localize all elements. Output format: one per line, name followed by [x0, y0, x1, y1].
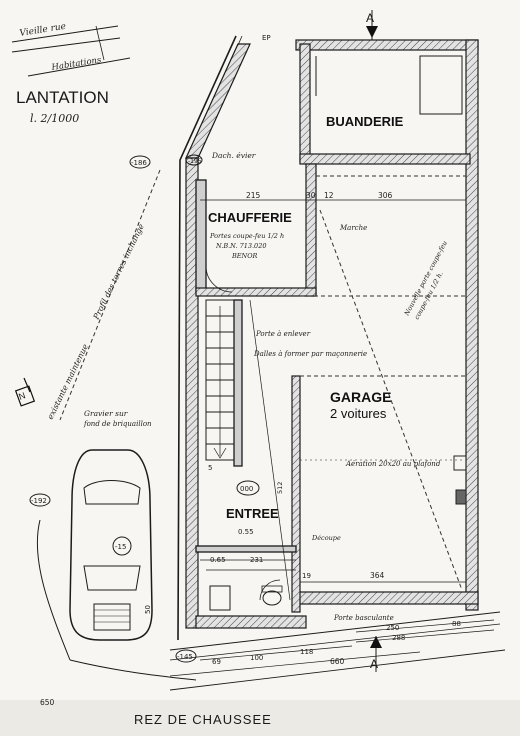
room-garage-capacity: 2 voitures [330, 406, 387, 421]
buanderie-shelf [419, 55, 463, 115]
north-label: N [17, 390, 27, 402]
dim-5: 5 [208, 464, 212, 472]
sheet-number: 650 [40, 698, 55, 707]
level-marker-195: -195 [188, 158, 202, 165]
level-marker-145: -145 [177, 653, 193, 661]
plan-title: LANTATION [16, 88, 109, 107]
dim-30: 30 [306, 191, 316, 200]
garage-diagonal [319, 209, 463, 591]
ep-marker: EP [262, 34, 271, 42]
note-decoupe: Découpe [311, 534, 341, 542]
level-markers: -186 -192 -145 000 -195 [29, 154, 260, 663]
dim-288: 288 [392, 634, 405, 642]
staircase [205, 299, 235, 461]
dim-660: 660 [330, 657, 345, 666]
room-buanderie: BUANDERIE [326, 114, 404, 129]
section-a-top: A [366, 11, 374, 25]
note-dach-evier: Dach. évier [211, 151, 256, 160]
outer-walls [185, 39, 479, 629]
level-marker-186: -186 [131, 159, 147, 167]
dim-88: 88 [452, 620, 461, 628]
level-marker-000: 000 [240, 485, 253, 493]
level-marker-192: -192 [31, 497, 47, 505]
dimension-lines [169, 199, 495, 677]
section-markers: A A EP [262, 10, 382, 672]
room-garage: GARAGE [330, 389, 391, 405]
note-marche: Marche [339, 224, 367, 232]
dim-118: 118 [300, 648, 313, 656]
note-benor: BENOR [231, 252, 258, 260]
dim-215: 215 [246, 191, 261, 200]
dim-055: 0.55 [238, 528, 254, 536]
note-porte-enlever: Porte à enlever [255, 330, 311, 338]
chaufferie-door-swing [205, 265, 233, 293]
site-boundary [36, 35, 506, 691]
street-name: Vieille rue [19, 22, 67, 39]
dim-231: 231 [250, 556, 263, 564]
paper-edge [0, 700, 520, 736]
dim-250: 250 [386, 624, 399, 632]
dim-306: 306 [378, 191, 393, 200]
dim-50: 50 [144, 605, 152, 614]
car: -15 [69, 449, 153, 641]
note-porte-coupe-feu: Portes coupe-feu 1/2 h [209, 232, 284, 240]
street-habitations: Habitations [50, 55, 103, 73]
dim-100: 100 [250, 654, 263, 662]
room-chaufferie: CHAUFFERIE [208, 210, 292, 225]
washbasin [209, 585, 231, 611]
plan-scale: l. 2/1000 [30, 112, 79, 125]
dim-364: 364 [370, 571, 385, 580]
toilet [262, 590, 282, 606]
dim-065: 0.65 [210, 556, 226, 564]
section-a-bottom: A [370, 657, 378, 671]
note-dalles: Dalles à former par maçonnerie [253, 350, 367, 358]
dim-19: 19 [302, 572, 311, 580]
note-gravier-1: Gravier sur [84, 409, 128, 418]
room-entree: ENTREE [226, 506, 279, 521]
note-profil-terres: Profil des terres inchangé [91, 222, 146, 322]
note-aeration: Aération 20x20 au plafond [345, 460, 441, 468]
north-arrow: N [14, 377, 36, 407]
bottom-title: REZ DE CHAUSSEE [134, 712, 272, 727]
dim-69: 69 [212, 658, 221, 666]
note-nbn: N.B.N. 713.020 [215, 242, 266, 250]
note-porte-basculante: Porte basculante [333, 614, 394, 622]
vent-block [455, 489, 467, 505]
dim-512: 512 [276, 482, 284, 494]
car-level: -15 [115, 543, 126, 551]
note-gravier-2: fond de briquaillon [83, 420, 152, 428]
dim-12: 12 [324, 191, 334, 200]
street-annotation: Vieille rue Habitations [11, 22, 131, 77]
